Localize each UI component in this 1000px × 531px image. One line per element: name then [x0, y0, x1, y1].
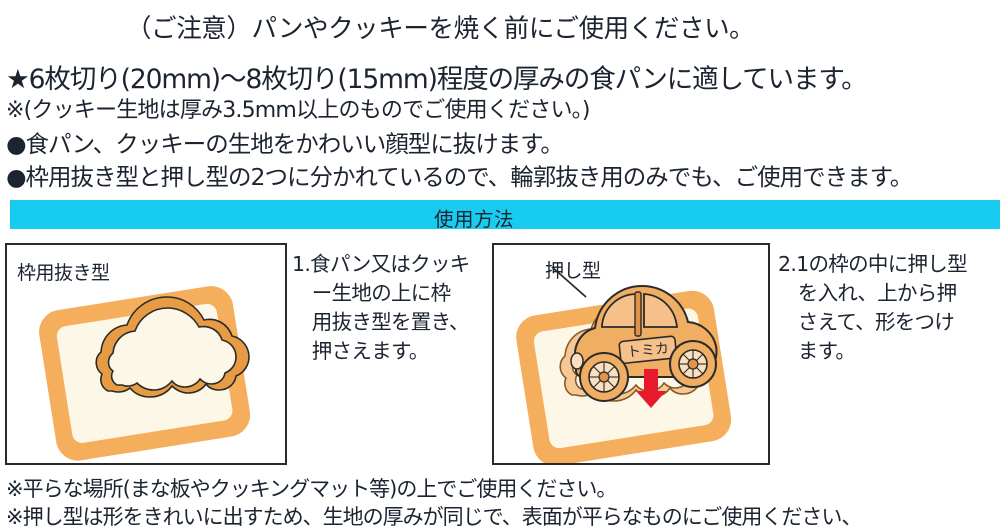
press-mold-leader-line	[551, 266, 587, 298]
car-press-stamp: トミカ	[570, 284, 718, 402]
step-1-illustration-panel	[5, 243, 287, 465]
car-window-right	[643, 293, 679, 328]
step-2-illustration-panel: トミカ	[492, 243, 770, 465]
step-1-instruction: 1.食パン又はクッキ ー生地の上に枠 用抜き型を置き、 押さえます。	[292, 252, 470, 363]
caution-list: ※平らな場所(まな板やクッキングマット等)の上でご使用ください。 ※押し型は形を…	[6, 475, 996, 531]
bread-thickness-note: ★6枚切り(20mm)〜8枚切り(15mm)程度の厚みの食パンに適しています。	[6, 64, 868, 95]
car-window-left	[601, 293, 638, 328]
press-direction-arrow	[636, 369, 666, 408]
notice-heading: （ご注意）パンやクッキーを焼く前にご使用ください。	[126, 14, 755, 44]
caution-item: ※平らな場所(まな板やクッキングマット等)の上でご使用ください。	[6, 477, 617, 501]
cookie-dough-note: ※(クッキー生地は厚み3.5mm以上のものでご使用ください。)	[6, 98, 590, 123]
stamp-logo-text: トミカ	[626, 341, 669, 361]
car-headlight	[570, 352, 584, 370]
car-pillar	[634, 291, 642, 337]
frame-cutter-illustration	[39, 286, 251, 461]
car-wheel-front	[579, 352, 629, 402]
frame-cutter-label: 枠用抜き型	[17, 262, 110, 284]
step-2-instruction: 2.1の枠の中に押し型 を入れ、上から押 さえて、形をつけ ます。	[778, 252, 968, 363]
usage-section-title: 使用方法	[434, 208, 515, 231]
car-wheel-rear	[669, 340, 717, 388]
usage-section-banner	[10, 200, 1000, 229]
press-mold-label: 押し型	[545, 260, 601, 282]
press-mold-illustration: トミカ	[516, 266, 732, 463]
stamp-logo-plate: トミカ	[618, 335, 678, 365]
feature-item: ●枠用抜き型と押し型の2つに分かれているので、輪郭抜き用のみでも、ご使用できます…	[6, 163, 913, 191]
feature-list: ●食パン、クッキーの生地をかわいい顔型に抜けます。 ●枠用抜き型と押し型の2つに…	[6, 128, 996, 194]
feature-item: ●食パン、クッキーの生地をかわいい顔型に抜けます。	[6, 130, 564, 158]
car-shape-cutter	[95, 296, 250, 398]
caution-item: ※押し型は形をきれいに出すため、生地の厚みが同じで、表面が平らなものにご使用くだ…	[6, 505, 862, 529]
